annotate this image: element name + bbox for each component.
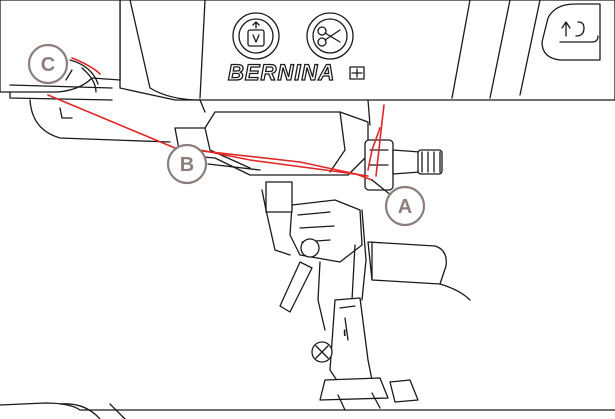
needle-clamp	[261, 181, 367, 341]
callout-c: C	[27, 43, 69, 85]
thread-cutter-icon[interactable]	[306, 12, 354, 60]
reverse-stitch-icon[interactable]	[541, 3, 601, 61]
callout-b: B	[166, 143, 208, 185]
callout-b-label: B	[180, 154, 194, 176]
machine-head	[119, 0, 615, 101]
brand-wordmark: BERNINA	[228, 60, 335, 85]
bed-plate	[0, 402, 615, 419]
needle-bar-assembly	[174, 99, 443, 191]
free-arm-extension	[367, 241, 471, 301]
callout-a-label: A	[398, 196, 412, 218]
callout-leaders	[65, 69, 393, 197]
presser-foot-mark: ι	[343, 325, 346, 339]
needle-stop-icon[interactable]	[232, 12, 280, 60]
thread-path	[47, 57, 385, 181]
presser-foot-lever	[279, 261, 313, 313]
presser-foot: ι	[311, 297, 419, 411]
callout-a: A	[384, 185, 426, 227]
callout-c-label: C	[41, 54, 55, 76]
brand-logo: BERNINA	[227, 59, 365, 86]
